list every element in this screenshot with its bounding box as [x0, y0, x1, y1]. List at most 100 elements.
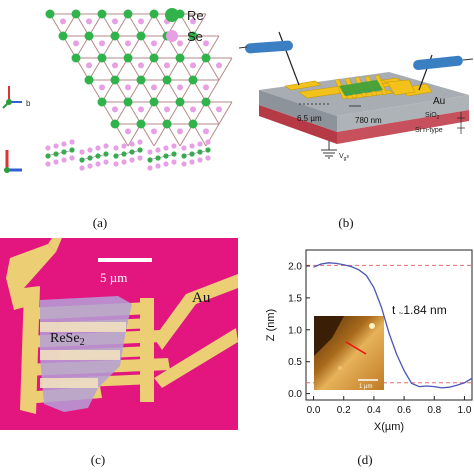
y-tick-label: 0.5: [288, 357, 302, 368]
rese2-label: ReSe2: [50, 331, 85, 348]
re-atom: [123, 97, 133, 107]
panel-c: 5 µm ReSe2 Au: [0, 238, 238, 430]
re-atom: [188, 31, 198, 41]
rese2-flake: [339, 80, 383, 96]
y-tick-label: 1.0: [288, 325, 302, 336]
x-tick-label: 0.6: [397, 405, 411, 416]
se-atom: [155, 163, 161, 169]
axes-indicator-bottom: [4, 150, 22, 173]
si-ntype-label: Si n-type: [415, 127, 443, 134]
dimension-label-gap: 780 nm: [355, 116, 382, 125]
se-atom: [112, 106, 118, 113]
se-atom: [53, 159, 59, 165]
se-atom: [189, 159, 195, 165]
se-atom: [45, 145, 51, 151]
caption-d: (d): [357, 452, 373, 467]
y-axis-label: Z (nm): [265, 309, 277, 341]
se-atom: [171, 159, 177, 165]
re-atom: [71, 53, 81, 63]
thickness-annotation: t ~1.84 nm: [392, 303, 447, 318]
substrate-front: [259, 90, 337, 132]
afm-inset-image: 1 µm: [314, 316, 384, 390]
x-tick-label: 1.0: [458, 405, 472, 416]
crystal-top-view: [45, 9, 233, 147]
re-atom: [84, 75, 94, 85]
se-atom: [177, 84, 183, 91]
si-layer-front: [259, 105, 337, 144]
re-atom: [162, 119, 172, 129]
se-atom: [121, 143, 127, 149]
re-legend-label: Re: [187, 8, 204, 23]
crystal-structure-figure: b Re Se: [2, 8, 233, 173]
se-atom: [164, 106, 170, 113]
se-atom: [61, 141, 67, 147]
re-atom: [181, 153, 187, 159]
se-atom: [86, 62, 92, 69]
scale-bar: [98, 258, 152, 262]
se-atom: [177, 128, 183, 135]
se-atom: [121, 159, 127, 165]
re-atom: [205, 147, 211, 153]
se-atom: [69, 139, 75, 145]
device-schematic: 6.5 µm 780 nm Au SiO2 Si n-type Vgs: [238, 31, 474, 162]
re-atom: [136, 75, 146, 85]
y-tick-label: 2.0: [288, 261, 302, 272]
se-atom: [203, 128, 209, 135]
re-atom: [97, 53, 107, 63]
re-atom: [175, 97, 185, 107]
x-tick-label: 0.0: [307, 405, 321, 416]
se-atom: [205, 155, 211, 161]
re-atom: [137, 147, 143, 153]
fingers-over-flake: [40, 322, 126, 388]
se-atom: [87, 147, 93, 153]
dimension-label-width: 6.5 µm: [297, 114, 322, 123]
axes-indicator-top: b: [2, 86, 31, 109]
se-atom: [181, 161, 187, 167]
caption-a-label: (a): [92, 215, 108, 230]
se-atom: [99, 84, 105, 91]
re-atom: [110, 75, 120, 85]
re-atom: [123, 9, 133, 19]
se-atom: [197, 157, 203, 163]
re-atom: [149, 53, 159, 63]
thickness-marker: [457, 112, 465, 134]
se-atom: [137, 139, 143, 145]
se-atom: [163, 161, 169, 167]
se-atom: [61, 157, 67, 163]
x-tick-label: 0.4: [367, 405, 381, 416]
re-atom: [188, 75, 198, 85]
se-atom: [95, 161, 101, 167]
re-atom: [147, 157, 153, 163]
se-atom: [125, 128, 131, 135]
afm-profile-line: [345, 341, 367, 355]
se-atom: [86, 18, 92, 25]
re-atom: [162, 75, 172, 85]
se-atom: [163, 145, 169, 151]
re-atom: [110, 119, 120, 129]
se-atom: [45, 161, 51, 167]
se-atom: [125, 84, 131, 91]
au-label: Au: [433, 96, 445, 107]
se-legend-label: Se: [187, 29, 203, 44]
re-atom: [79, 157, 85, 163]
se-atom: [197, 141, 203, 147]
x-tick-label: 0.8: [427, 405, 441, 416]
re-atom: [45, 153, 51, 159]
se-atom: [171, 143, 177, 149]
se-atom: [190, 106, 196, 113]
se-atom: [125, 40, 131, 47]
se-atom: [79, 149, 85, 155]
re-atom: [136, 119, 146, 129]
sio2-label: SiO2: [425, 112, 440, 121]
re-atom-legend-icon: [165, 8, 179, 22]
re-atom: [149, 9, 159, 19]
re-atom: [123, 53, 133, 63]
gate-ground-icon: [321, 141, 337, 159]
se-atom-legend-icon: [166, 30, 178, 42]
se-atom: [155, 147, 161, 153]
si-layer-side: [337, 110, 469, 144]
se-atom: [99, 40, 105, 47]
crystal-side-view: [45, 139, 211, 171]
